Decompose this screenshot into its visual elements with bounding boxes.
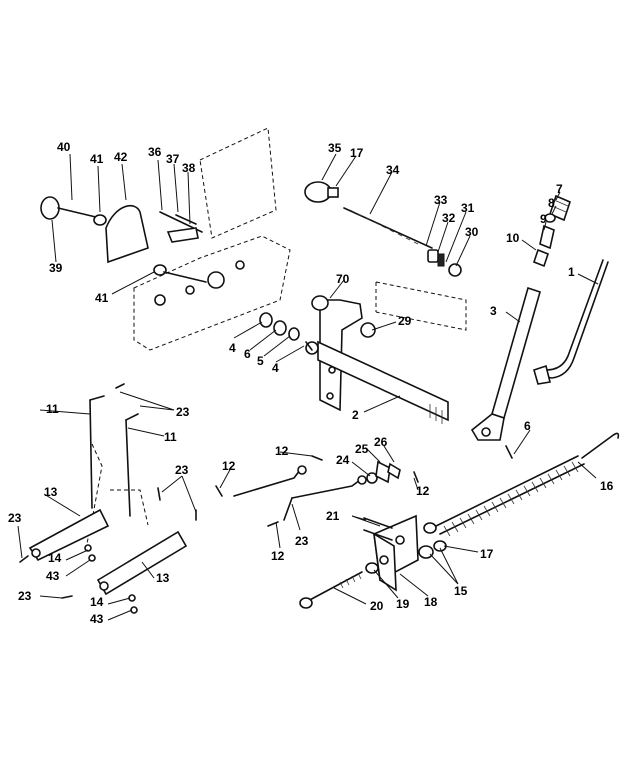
callout-26: 26 [374,435,388,449]
callout-22: 23 [295,534,309,548]
callout-4-left: 4 [229,341,236,355]
callout-25: 25 [355,442,369,456]
callout-10: 10 [506,231,520,245]
callout-labels: 40 41 42 39 41 36 37 38 35 17 34 33 32 3… [8,140,614,626]
callout-2: 2 [352,408,359,422]
callout-13-lower: 13 [156,571,170,585]
callout-21: 21 [326,509,340,523]
callout-29: 29 [398,314,412,328]
callout-13-upper: 13 [44,485,58,499]
callout-70: 70 [336,272,350,286]
callout-35: 35 [328,141,342,155]
callout-6-right: 6 [524,419,531,433]
pivot-shaft-2 [305,295,449,424]
lift-link-assembly [19,383,197,614]
callout-39: 39 [49,261,63,275]
callout-11-right: 11 [164,430,177,444]
callout-12-a: 12 [275,444,289,458]
callout-9: 9 [540,212,547,226]
callout-40: 40 [57,140,71,154]
callout-41-lower: 43 [90,612,104,626]
callout-30: 30 [465,225,479,239]
callout-11-left: 11 [46,402,59,416]
callout-7: 7 [556,182,563,196]
release-knob-set [533,194,571,268]
callout-23-bottom: 23 [18,589,32,603]
callout-42-upper: 41 [90,152,104,166]
handle-1 [533,259,609,385]
callout-6-left: 6 [244,347,251,361]
callout-23-left: 23 [8,511,22,525]
callout-15: 15 [454,584,468,598]
callout-8: 8 [548,196,555,210]
spring-16 [431,432,620,537]
link-rod-22 [215,455,419,527]
callout-31: 31 [461,201,475,215]
callout-12-d: 12 [271,549,285,563]
callout-34: 34 [386,163,400,177]
upper-lever-assembly [40,196,207,283]
callout-17-lower: 17 [480,547,494,561]
callout-5: 5 [257,354,264,368]
callout-14-lower: 14 [90,595,104,609]
callout-38: 38 [182,161,196,175]
callout-33: 33 [434,193,448,207]
callout-12-c: 12 [416,484,430,498]
callout-24: 24 [336,453,350,467]
callout-23-top: 23 [176,405,190,419]
rod-assembly-34 [304,181,462,277]
callout-37: 37 [166,152,180,166]
callout-23-mid: 23 [175,463,189,477]
callout-4-right: 4 [272,361,279,375]
lift-lever-3 [470,286,541,459]
callout-12-b: 12 [222,459,236,473]
callout-3: 3 [490,304,497,318]
callout-18: 18 [424,595,438,609]
leader-lines [17,153,599,621]
callout-32: 32 [442,211,456,225]
callout-17-upper: 17 [350,146,364,160]
callout-16: 16 [600,479,614,493]
callout-36: 36 [148,145,162,159]
callout-1: 1 [568,265,575,279]
callout-41-upper: 43 [46,569,60,583]
frame-plate [85,127,467,549]
callout-14-upper: 14 [48,551,62,565]
bolt-set [159,211,203,243]
callout-43: 42 [114,150,128,164]
callout-20: 20 [370,599,384,613]
callout-19: 19 [396,597,410,611]
callout-42-lower: 41 [95,291,109,305]
washer-set [259,312,313,351]
